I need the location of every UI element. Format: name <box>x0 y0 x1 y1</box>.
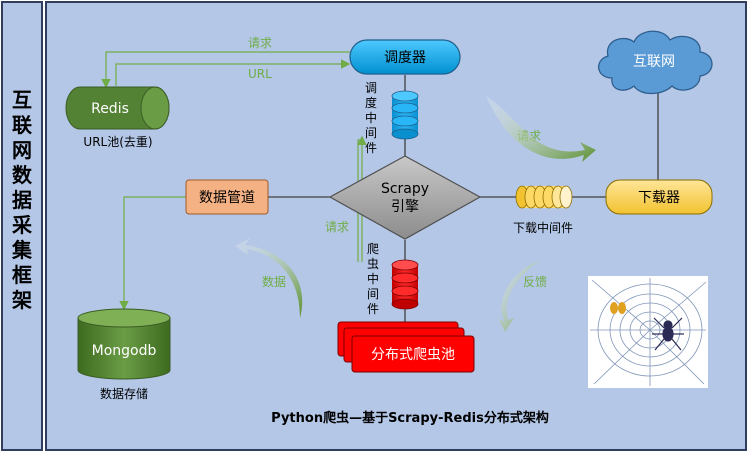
svg-text:间: 间 <box>367 287 379 301</box>
downloader-label: 下载器 <box>638 190 680 206</box>
side-title-char: 网 <box>12 138 32 162</box>
side-title-char: 框 <box>12 263 32 287</box>
scheduler-middleware-label: 调 度 中 间 件 <box>365 81 377 155</box>
engine-label-line2: 引擎 <box>391 199 419 215</box>
edge-label-url: URL <box>248 67 272 81</box>
side-title-char: 采 <box>12 213 32 237</box>
svg-text:调: 调 <box>365 81 377 95</box>
side-title-char: 联 <box>12 113 32 137</box>
spider-pool-node[interactable]: 分布式爬虫池 <box>337 321 475 373</box>
side-title: 互 联 网 数 据 采 集 框 架 <box>11 88 33 312</box>
redis-caption: URL池(去重) <box>83 135 152 149</box>
side-title-char: 架 <box>12 288 32 312</box>
scheduler-middleware-icon <box>391 90 419 140</box>
spider-web-illustration <box>588 276 708 388</box>
mongodb-caption: 数据存储 <box>100 386 148 401</box>
curved-arrow-feedback <box>498 260 540 332</box>
curved-arrows <box>235 96 596 332</box>
side-title-char: 据 <box>12 188 32 212</box>
diagram-caption: Python爬虫—基于Scrapy-Redis分布式架构 <box>271 410 549 426</box>
scheduler-node[interactable]: 调度器 <box>349 39 461 75</box>
edge-label-feedback: 反馈 <box>523 275 547 289</box>
spider-middleware-icon <box>391 259 419 310</box>
edge-label-request-top: 请求 <box>248 36 272 50</box>
downloader-node[interactable]: 下载器 <box>605 179 713 215</box>
edge-label-data: 数据 <box>262 274 286 289</box>
svg-text:件: 件 <box>367 302 379 316</box>
request-to-redis-arrow <box>101 51 350 89</box>
mongodb-node[interactable]: Mongodb <box>77 308 171 380</box>
svg-text:件: 件 <box>365 141 377 155</box>
svg-text:度: 度 <box>365 95 377 110</box>
internet-label: 互联网 <box>633 54 675 70</box>
internet-node[interactable]: 互联网 <box>598 30 713 95</box>
engine-label-line1: Scrapy <box>381 181 429 197</box>
svg-text:中: 中 <box>367 271 379 286</box>
svg-text:间: 间 <box>365 126 377 140</box>
engine-node[interactable]: Scrapy 引擎 <box>328 155 482 240</box>
spider-pool-label: 分布式爬虫池 <box>371 347 455 363</box>
butterfly-icon <box>610 302 626 314</box>
pipeline-label: 数据管道 <box>199 190 255 206</box>
side-title-char: 互 <box>12 88 32 112</box>
spider-middleware-label: 爬 虫 中 间 件 <box>367 242 379 316</box>
svg-text:爬: 爬 <box>367 242 379 256</box>
curved-arrow-data <box>235 238 303 318</box>
side-title-char: 集 <box>11 238 33 262</box>
downloader-middleware-label: 下载中间件 <box>513 220 573 235</box>
curved-arrow-request <box>486 96 596 162</box>
downloader-middleware-icon <box>515 185 573 209</box>
svg-text:虫: 虫 <box>367 257 379 271</box>
pipeline-node[interactable]: 数据管道 <box>185 179 269 215</box>
url-to-scheduler-arrow <box>115 59 351 86</box>
pipeline-to-mongodb-arrow <box>119 196 186 311</box>
side-title-panel <box>1 1 43 451</box>
spider-icon <box>652 317 684 351</box>
redis-node[interactable]: Redis <box>65 86 170 130</box>
redis-label: Redis <box>91 101 129 117</box>
scheduler-label: 调度器 <box>384 50 426 66</box>
side-title-char: 数 <box>12 163 33 187</box>
mongodb-label: Mongodb <box>92 343 157 359</box>
edge-label-request-center: 请求 <box>325 220 349 234</box>
svg-text:中: 中 <box>365 110 377 125</box>
